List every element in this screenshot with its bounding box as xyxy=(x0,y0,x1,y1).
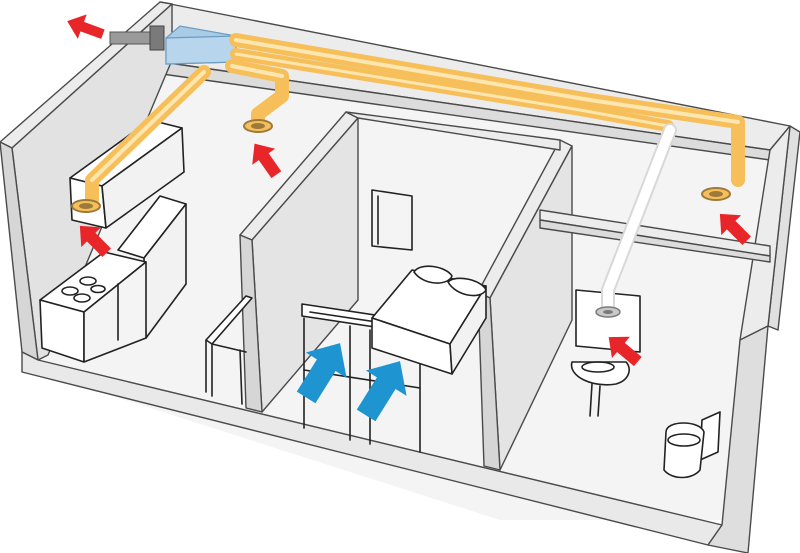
exhaust-arrow-icon xyxy=(67,14,105,39)
bedroom-door xyxy=(371,189,413,251)
bathroom-sink xyxy=(570,289,641,417)
pillow xyxy=(447,277,487,297)
partition-bath-toilet xyxy=(539,209,771,263)
pillow xyxy=(413,265,453,284)
vent-outlets xyxy=(71,119,731,318)
bedroom-back-wall xyxy=(345,111,561,251)
ducts xyxy=(85,33,745,313)
ventilation-unit xyxy=(165,25,237,65)
supply-arrow-icon xyxy=(356,361,407,422)
kitchen-table xyxy=(205,295,253,405)
partition-kitchen-bedroom xyxy=(239,111,359,413)
bed xyxy=(371,265,487,375)
living-extract-arrow-icon xyxy=(252,143,282,179)
kitchen-counter xyxy=(39,195,187,363)
bathroom-extract-arrow-icon xyxy=(608,336,642,367)
kitchen-extract-arrow-icon xyxy=(79,225,111,257)
exhaust-pipe xyxy=(109,25,165,51)
cooktop-burners xyxy=(61,276,106,303)
supply-arrow-icon xyxy=(296,343,347,404)
front-wall xyxy=(21,325,769,553)
toilet-extract-arrow-icon xyxy=(719,213,751,245)
right-wall xyxy=(739,125,800,341)
toilet xyxy=(663,411,721,479)
